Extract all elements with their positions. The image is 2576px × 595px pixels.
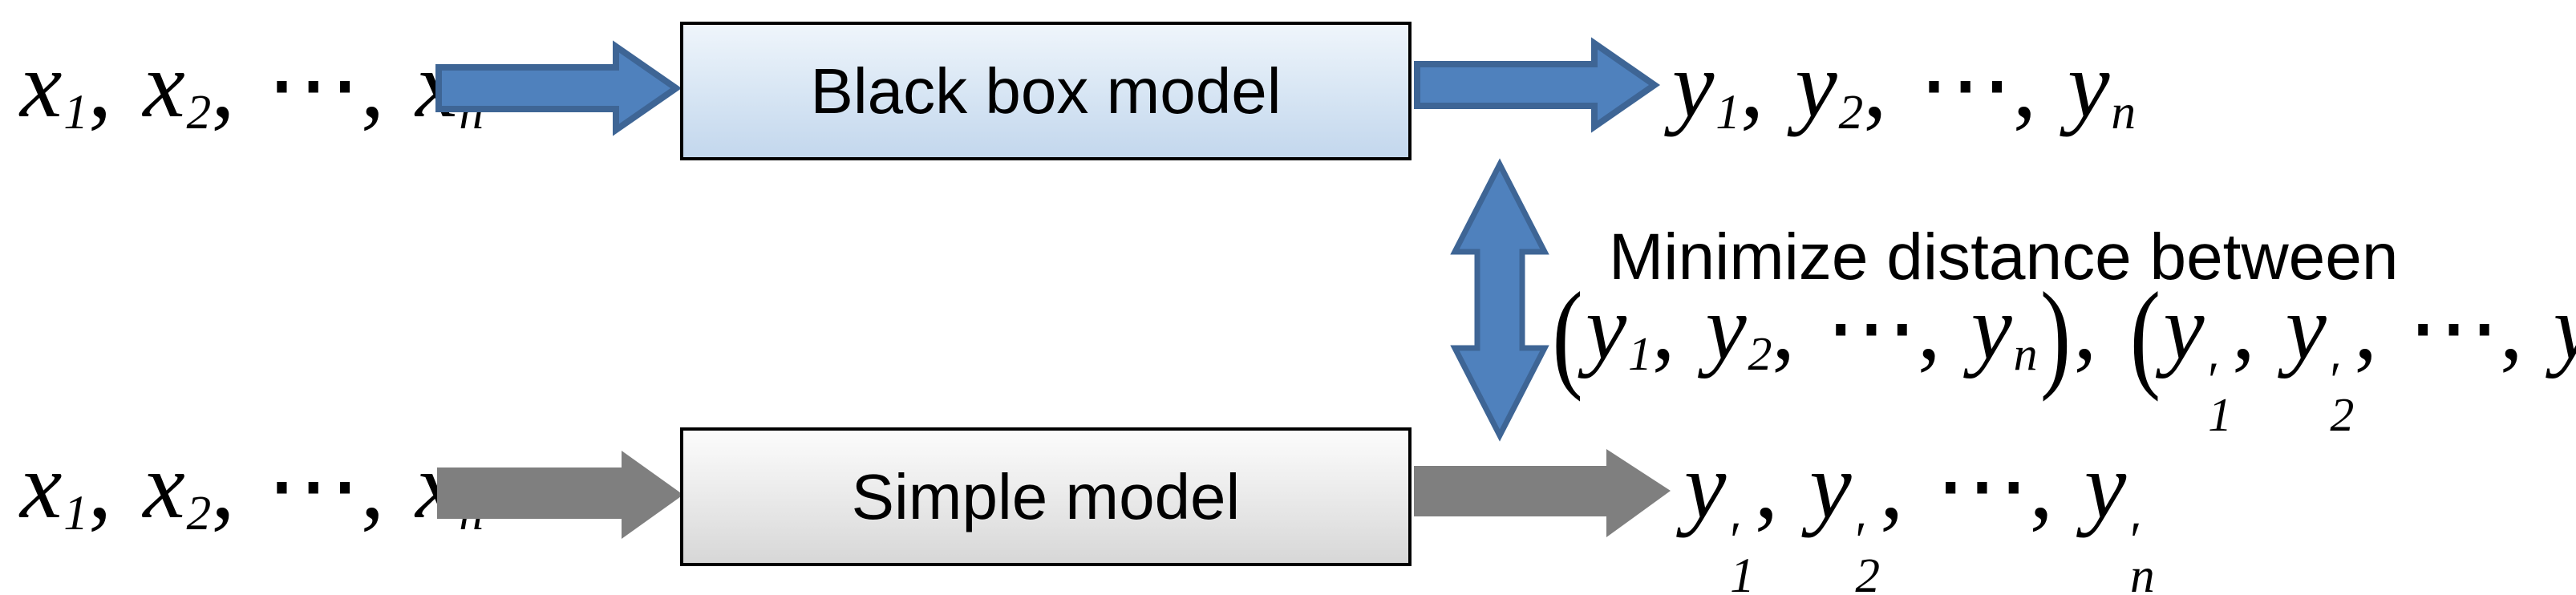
blackbox-output-arrow-icon [1414,37,1661,133]
simple-model-node: Simple model [680,427,1412,566]
simple-input-arrow-icon [437,451,683,539]
blackbox-label: Black box model [810,55,1282,127]
distance-doublearrow-icon [1450,158,1549,442]
input-sequence-bottom: x1, x2, ⋯, xn [20,433,484,540]
blackbox-input-arrow-icon [435,40,682,136]
simple-model-label: Simple model [851,460,1241,532]
output-sequence-top: y1, y2, ⋯, yn [1672,32,2137,140]
minimize-distance-label: Minimize distance between [1609,221,2399,293]
output-sequence-bottom: y′1, y′2, ⋯, y′n [1684,433,2155,595]
blackbox-node: Black box model [680,22,1412,160]
input-sequence-top: x1, x2, ⋯, xn [20,32,484,140]
distance-sequences-math: (y1, y2, ⋯, yn), (y′1, y′2, ⋯, y′n) [1552,267,2576,442]
simple-output-arrow-icon [1414,449,1671,537]
